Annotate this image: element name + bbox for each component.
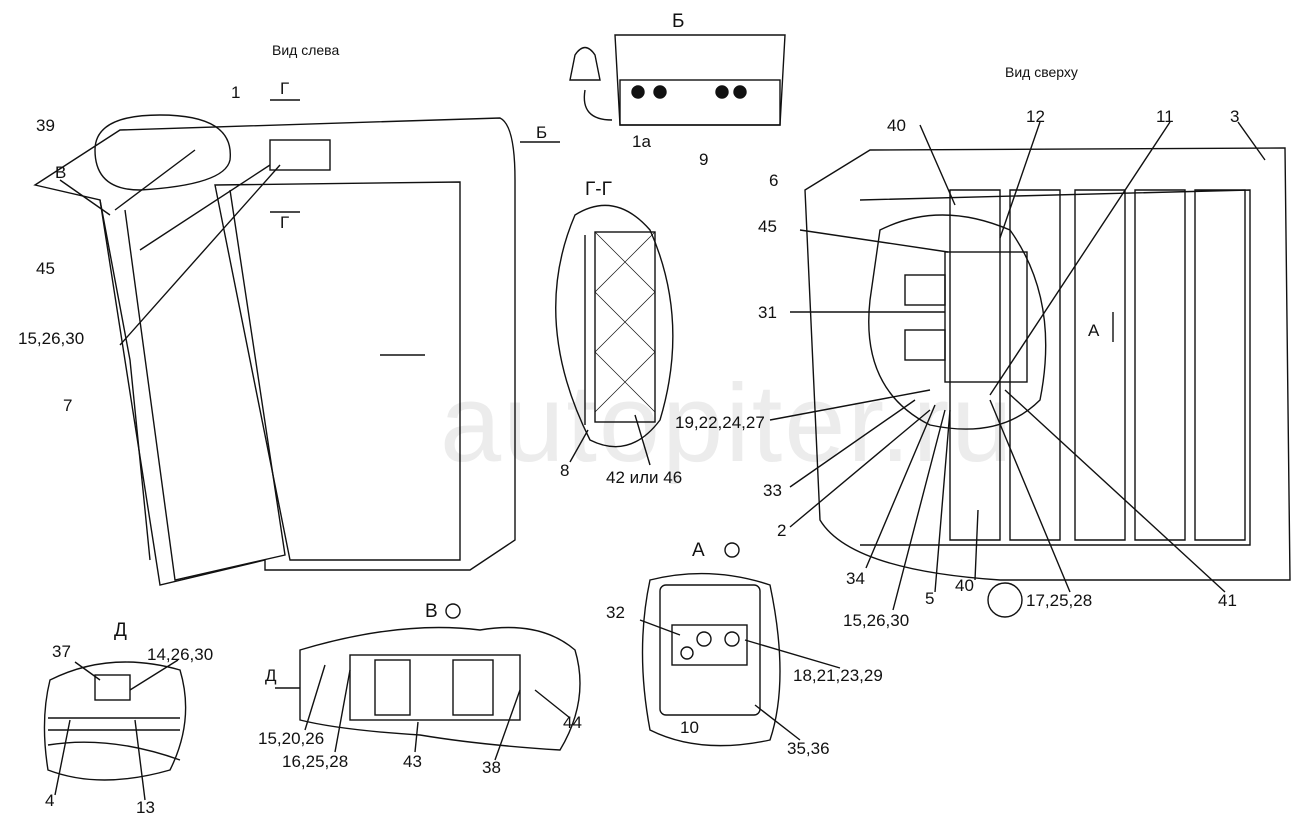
callout: 45 bbox=[758, 217, 777, 236]
marker-v: В bbox=[55, 163, 67, 182]
view-v-detail bbox=[275, 603, 581, 761]
left-view-cabin bbox=[33, 99, 516, 586]
callout: 14,26,30 bbox=[147, 645, 214, 664]
callout: 40 bbox=[887, 116, 906, 135]
callout: 1а bbox=[632, 132, 651, 151]
view-b-detail bbox=[520, 34, 786, 143]
callout: 11 bbox=[1156, 107, 1174, 126]
marker-g-bottom: Г bbox=[280, 213, 290, 232]
callout: 33 bbox=[763, 481, 782, 500]
callout: 6 bbox=[769, 171, 779, 190]
marker-b: Б bbox=[536, 123, 548, 142]
callout: 18,21,23,29 bbox=[793, 666, 883, 685]
top-view-title: Вид сверху bbox=[1005, 64, 1078, 80]
callout: 12 bbox=[1026, 107, 1045, 126]
view-v-title: В bbox=[425, 601, 438, 622]
callout: 13 bbox=[136, 798, 155, 817]
callout: 31 bbox=[758, 303, 777, 322]
callout: 19,22,24,27 bbox=[675, 413, 765, 432]
callout: 15,20,26 bbox=[258, 729, 325, 748]
callout: 44 bbox=[563, 713, 582, 732]
marker-g-top: Г bbox=[280, 79, 290, 98]
section-g-g-title: Г-Г bbox=[585, 179, 612, 200]
view-a-title: А bbox=[692, 540, 705, 561]
top-view-roof bbox=[769, 121, 1291, 618]
callout: 8 bbox=[560, 461, 570, 480]
view-a-detail bbox=[639, 542, 841, 747]
callout: 15,26,30 bbox=[18, 329, 85, 348]
callout: 35,36 bbox=[787, 739, 830, 758]
callout: 43 bbox=[403, 752, 422, 771]
callout: 1 bbox=[231, 83, 241, 102]
callout: 38 bbox=[482, 758, 501, 777]
marker-a: А bbox=[1088, 321, 1100, 340]
callout: 41 bbox=[1218, 591, 1237, 610]
callout: 32 bbox=[606, 603, 625, 622]
callout: 10 bbox=[680, 718, 699, 737]
marker-d: Д bbox=[265, 666, 277, 685]
callout: 2 bbox=[777, 521, 787, 540]
callout: 3 bbox=[1230, 107, 1240, 126]
callout: 15,26,30 bbox=[843, 611, 910, 630]
watermark: autopiter.ru bbox=[440, 362, 1015, 485]
view-d-title: Д bbox=[114, 620, 127, 641]
callout: 9 bbox=[699, 150, 709, 169]
callout: 34 bbox=[846, 569, 865, 588]
callout: 37 bbox=[52, 642, 71, 661]
callout: 45 bbox=[36, 259, 55, 278]
callout: 7 bbox=[63, 396, 73, 415]
callout: 5 bbox=[925, 589, 935, 608]
callout: 40 bbox=[955, 576, 974, 595]
view-b-title: Б bbox=[672, 11, 685, 32]
callout: 16,25,28 bbox=[282, 752, 349, 771]
section-g-g bbox=[555, 204, 674, 466]
left-view-title: Вид слева bbox=[272, 42, 340, 58]
callout: 4 bbox=[45, 791, 55, 810]
callout: 42 или 46 bbox=[606, 468, 683, 487]
callout: 39 bbox=[36, 116, 55, 135]
view-d-detail bbox=[43, 659, 187, 801]
callout: 17,25,28 bbox=[1026, 591, 1093, 610]
